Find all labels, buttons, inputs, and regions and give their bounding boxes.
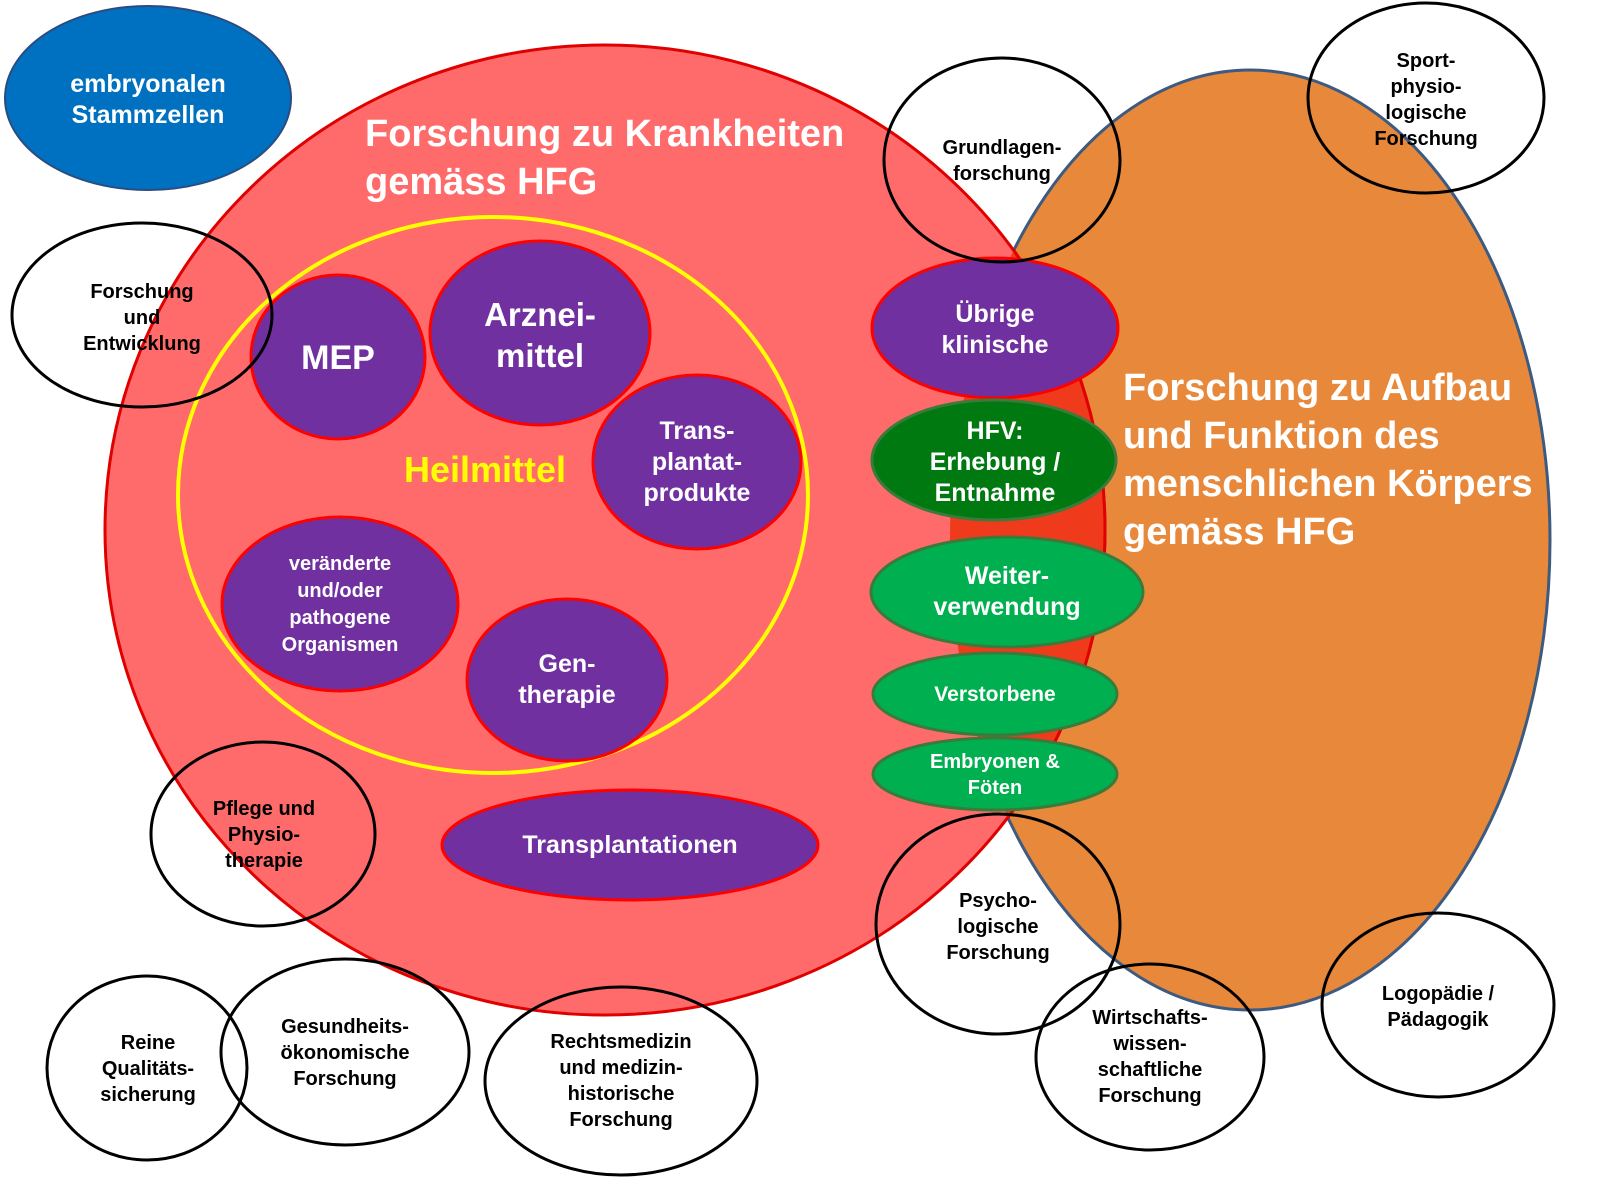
disease-research-title: Forschung zu Krankheiten gemäss HFG: [365, 113, 845, 203]
quality-assurance-label: Reine Qualitäts- sicherung: [100, 1032, 196, 1106]
nursing-physio-label: Pflege und Physio- therapie: [212, 798, 316, 872]
research-development-outline: [10, 221, 274, 409]
therapeutic-products-boundary: [176, 215, 810, 775]
modified-organisms-shape: [220, 515, 460, 693]
economics-label: Wirtschafts- wissen- schaftliche Forschu…: [1092, 1007, 1208, 1107]
transplant-products-shape: [591, 373, 803, 551]
modified-organisms-label: veränderte und/oder pathogene Organismen: [281, 553, 399, 656]
forensic-history-outline: [483, 985, 759, 1177]
other-clinical-label: Übrige klinische: [941, 300, 1049, 359]
health-economics-label: Gesundheits- ökonomische Forschung: [280, 1016, 410, 1090]
therapeutic-products-label: Heilmittel: [403, 449, 567, 490]
transplantations-shape: [440, 788, 820, 902]
basic-research-label: Grundlagen- forschung: [942, 137, 1062, 185]
hfv-collection-shape: [870, 398, 1118, 522]
sport-physiology-outline: [1306, 1, 1546, 195]
other-clinical-shape: [870, 256, 1120, 400]
transplant-products-label: Trans- plantat- produkte: [643, 416, 751, 507]
deceased-shape: [871, 651, 1119, 737]
gene-therapy-shape: [465, 597, 669, 763]
medicines-shape: [428, 239, 652, 427]
basic-research-outline: [882, 56, 1122, 264]
psychological-label: Psycho- logische Forschung: [946, 890, 1050, 964]
mep-shape: [249, 273, 427, 441]
forensic-history-label: Rechtsmedizin und medizin- historische F…: [550, 1031, 692, 1131]
gene-therapy-label: Gen- therapie: [518, 650, 616, 709]
embryos-fetuses-label: Embryonen & Föten: [929, 751, 1061, 799]
reuse-shape: [869, 535, 1145, 649]
overlap-area: [950, 70, 1107, 1010]
quality-assurance-outline: [45, 974, 249, 1162]
nursing-physio-outline: [149, 740, 377, 928]
transplantations-label: Transplantationen: [522, 830, 738, 859]
mep-label: MEP: [301, 338, 375, 377]
economics-outline: [1034, 962, 1266, 1152]
health-economics-outline: [219, 957, 471, 1147]
embryonic-stem-cells-shape: [4, 5, 292, 191]
embryonic-stem-cells-label: embryonalen Stammzellen: [70, 70, 226, 129]
embryos-fetuses-shape: [871, 736, 1119, 812]
speech-pedagogy-label: Logopädie / Pädagogik: [1381, 983, 1495, 1031]
speech-pedagogy-outline: [1320, 911, 1556, 1099]
reuse-label: Weiter- verwendung: [933, 562, 1081, 621]
psychological-outline: [874, 812, 1122, 1036]
sport-physiology-label: Sport- physio- logische Forschung: [1374, 50, 1478, 150]
deceased-label: Verstorbene: [934, 683, 1056, 706]
hfv-collection-label: HFV: Erhebung / Entnahme: [929, 416, 1061, 507]
medicines-label: Arznei- mittel: [484, 296, 596, 374]
body-research-title: Forschung zu Aufbau und Funktion des men…: [1123, 367, 1533, 553]
research-development-label: Forschung und Entwicklung: [83, 281, 201, 355]
